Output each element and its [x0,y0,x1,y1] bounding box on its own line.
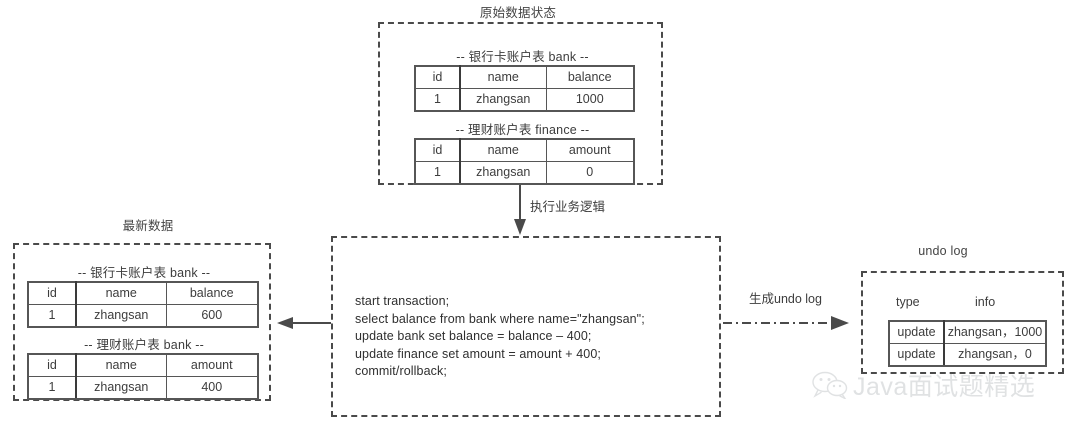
latest-data-box: -- 银行卡账户表 bank -- id name balance 1 zhan… [13,243,271,401]
generate-undo-log-label: 生成undo log [749,292,822,306]
latest-bank-table: id name balance 1 zhangsan 600 [27,281,259,328]
table-row: 1 zhangsan 0 [414,161,635,185]
cell-name: zhangsan [75,376,167,400]
original-bank-table: id name balance 1 zhangsan 1000 [414,65,635,112]
table-row: 1 zhangsan 1000 [414,88,635,112]
cell-name: zhangsan [75,304,167,328]
column-header-name: name [459,65,547,89]
table-row: 1 zhangsan 600 [27,304,259,328]
column-header-name: name [459,138,547,162]
column-header-id: id [414,138,461,162]
cell-id: 1 [414,161,461,185]
table-row: update zhangsan，1000 [888,320,1047,344]
column-header-id: id [414,65,461,89]
table-row: 1 zhangsan 400 [27,376,259,400]
cell-amount: 0 [545,161,635,185]
column-header-id: id [27,281,77,305]
undo-log-header-type: type [896,295,920,309]
undo-log-box: type info update zhangsan，1000 update zh… [861,271,1064,374]
cell-info: zhangsan，0 [943,343,1047,367]
latest-data-title: 最新数据 [122,219,174,233]
table-row: update zhangsan，0 [888,343,1047,367]
cell-type: update [888,343,945,367]
column-header-id: id [27,353,77,377]
cell-info: zhangsan，1000 [943,320,1047,344]
column-header-balance: balance [165,281,259,305]
finance-table-caption: -- 理财账户表 finance -- [455,123,590,137]
cell-balance: 1000 [545,88,635,112]
original-state-box: -- 银行卡账户表 bank -- id name balance 1 zhan… [378,22,663,185]
table-header-row: id name amount [414,138,635,162]
transaction-box: start transaction; select balance from b… [331,236,721,417]
table-header-row: id name balance [27,281,259,305]
cell-amount: 400 [165,376,259,400]
column-header-name: name [75,353,167,377]
bank-table-caption: -- 银行卡账户表 bank -- [456,50,589,64]
latest-finance-table-caption: -- 理财账户表 bank -- [84,338,204,352]
latest-data-arrow [277,317,331,329]
table-header-row: id name amount [27,353,259,377]
latest-finance-table: id name amount 1 zhangsan 400 [27,353,259,400]
undo-log-title: undo log [918,244,968,258]
column-header-name: name [75,281,167,305]
cell-type: update [888,320,945,344]
cell-id: 1 [27,376,77,400]
table-header-row: id name balance [414,65,635,89]
cell-name: zhangsan [459,88,547,112]
latest-bank-table-caption: -- 银行卡账户表 bank -- [77,266,211,280]
column-header-amount: amount [165,353,259,377]
wechat-icon [812,371,848,399]
execute-business-label: 执行业务逻辑 [530,200,606,214]
column-header-amount: amount [545,138,635,162]
generate-undo-log-arrow [723,316,849,330]
column-header-balance: balance [545,65,635,89]
cell-id: 1 [414,88,461,112]
transaction-sql: start transaction; select balance from b… [355,294,645,378]
original-state-title: 原始数据状态 [479,6,557,20]
execute-business-arrow [514,185,526,235]
cell-name: zhangsan [459,161,547,185]
undo-log-table: update zhangsan，1000 update zhangsan，0 [888,320,1047,367]
original-finance-table: id name amount 1 zhangsan 0 [414,138,635,185]
cell-id: 1 [27,304,77,328]
cell-balance: 600 [165,304,259,328]
undo-log-header-info: info [975,295,996,309]
